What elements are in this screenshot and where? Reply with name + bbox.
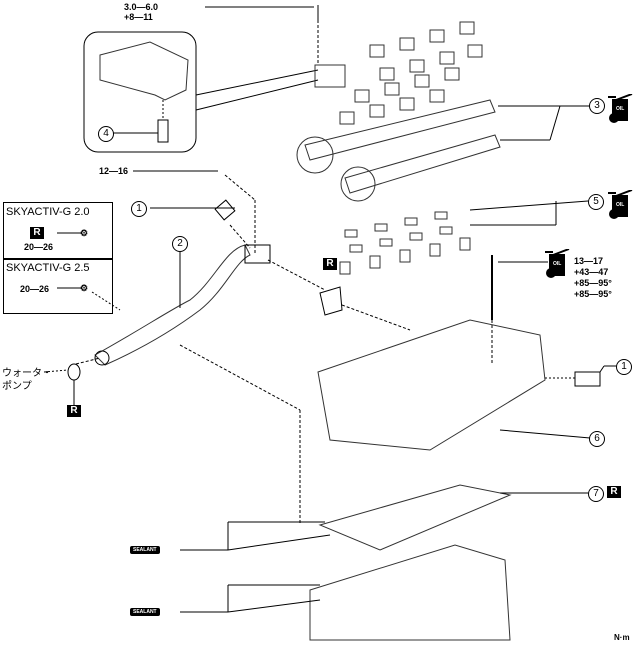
pipe-bolt-torque: 12—16 xyxy=(99,166,129,176)
gasket-outlet xyxy=(319,286,343,316)
inset-leader-bottom xyxy=(195,79,319,111)
callout-7: 7 xyxy=(588,486,604,502)
head-bolt-torque-3: +85—95° xyxy=(574,278,612,288)
svg-text:OIL: OIL xyxy=(553,261,561,267)
variant-2-0-torque: 20—26 xyxy=(24,242,54,252)
callout-5: 5 xyxy=(588,194,604,210)
replace-badge: R xyxy=(323,258,337,270)
water-pump-label-2: ポンプ xyxy=(2,381,32,392)
variant-2-0-title: SKYACTIV-G 2.0 xyxy=(6,206,90,218)
svg-text:OIL: OIL xyxy=(616,106,624,112)
variant-2-5-title: SKYACTIV-G 2.5 xyxy=(6,262,90,274)
replace-badge: R xyxy=(67,405,81,417)
leader-5 xyxy=(469,200,589,211)
replace-badge: R xyxy=(30,227,44,239)
oil-can-icon: OIL xyxy=(543,248,570,278)
head-bolt-torque-4: +85—95° xyxy=(574,289,612,299)
bolt-icon: ⚙ xyxy=(80,228,89,238)
variant-box-2-0 xyxy=(3,202,113,260)
inset-rocker-part xyxy=(99,41,189,101)
oil-can-icon: OIL xyxy=(606,189,633,219)
callout-3: 3 xyxy=(589,98,605,114)
cylinder-block xyxy=(309,544,511,641)
water-pipe xyxy=(94,244,251,366)
bolt-icon: ⚙ xyxy=(80,283,89,293)
inset-leader-top xyxy=(195,69,319,96)
callout-1: 1 xyxy=(131,201,147,217)
camshaft-caps xyxy=(314,21,483,125)
cylinder-head xyxy=(317,319,546,451)
rocker-bolt-torque-2: +8—11 xyxy=(124,12,153,22)
callout-4: 4 xyxy=(98,126,114,142)
variant-2-5-torque: 20—26 xyxy=(20,284,50,294)
water-outlet-tube xyxy=(574,371,601,387)
camshafts xyxy=(296,99,501,202)
rocker-bolt-torque-1: 3.0—6.0 xyxy=(124,2,159,12)
sealant-tube-icon: SEALANT xyxy=(130,546,160,554)
callout-6: 6 xyxy=(589,431,605,447)
water-pump-label-1: ウォータ・ xyxy=(2,368,52,379)
o-ring xyxy=(67,363,81,381)
head-bolt-torque-1: 13—17 xyxy=(574,256,604,266)
callout-1: 1 xyxy=(616,359,632,375)
head-bolt-torque-2: +43—47 xyxy=(574,267,609,277)
pipe-flange xyxy=(244,244,271,264)
leader-6 xyxy=(499,429,591,439)
variant-box-2-5 xyxy=(3,258,113,314)
sealant-tube-icon: SEALANT xyxy=(130,608,160,616)
replace-badge: R xyxy=(607,486,621,498)
callout-2: 2 xyxy=(172,236,188,252)
hydraulic-lash-adjuster xyxy=(157,119,169,143)
detail-inset-frame xyxy=(83,31,197,153)
oil-can-icon: OIL xyxy=(606,93,633,123)
cylinder-head-gasket xyxy=(318,484,512,551)
torque-unit-label: N·m xyxy=(614,633,630,642)
svg-text:OIL: OIL xyxy=(616,202,624,208)
roller-followers xyxy=(339,211,471,275)
